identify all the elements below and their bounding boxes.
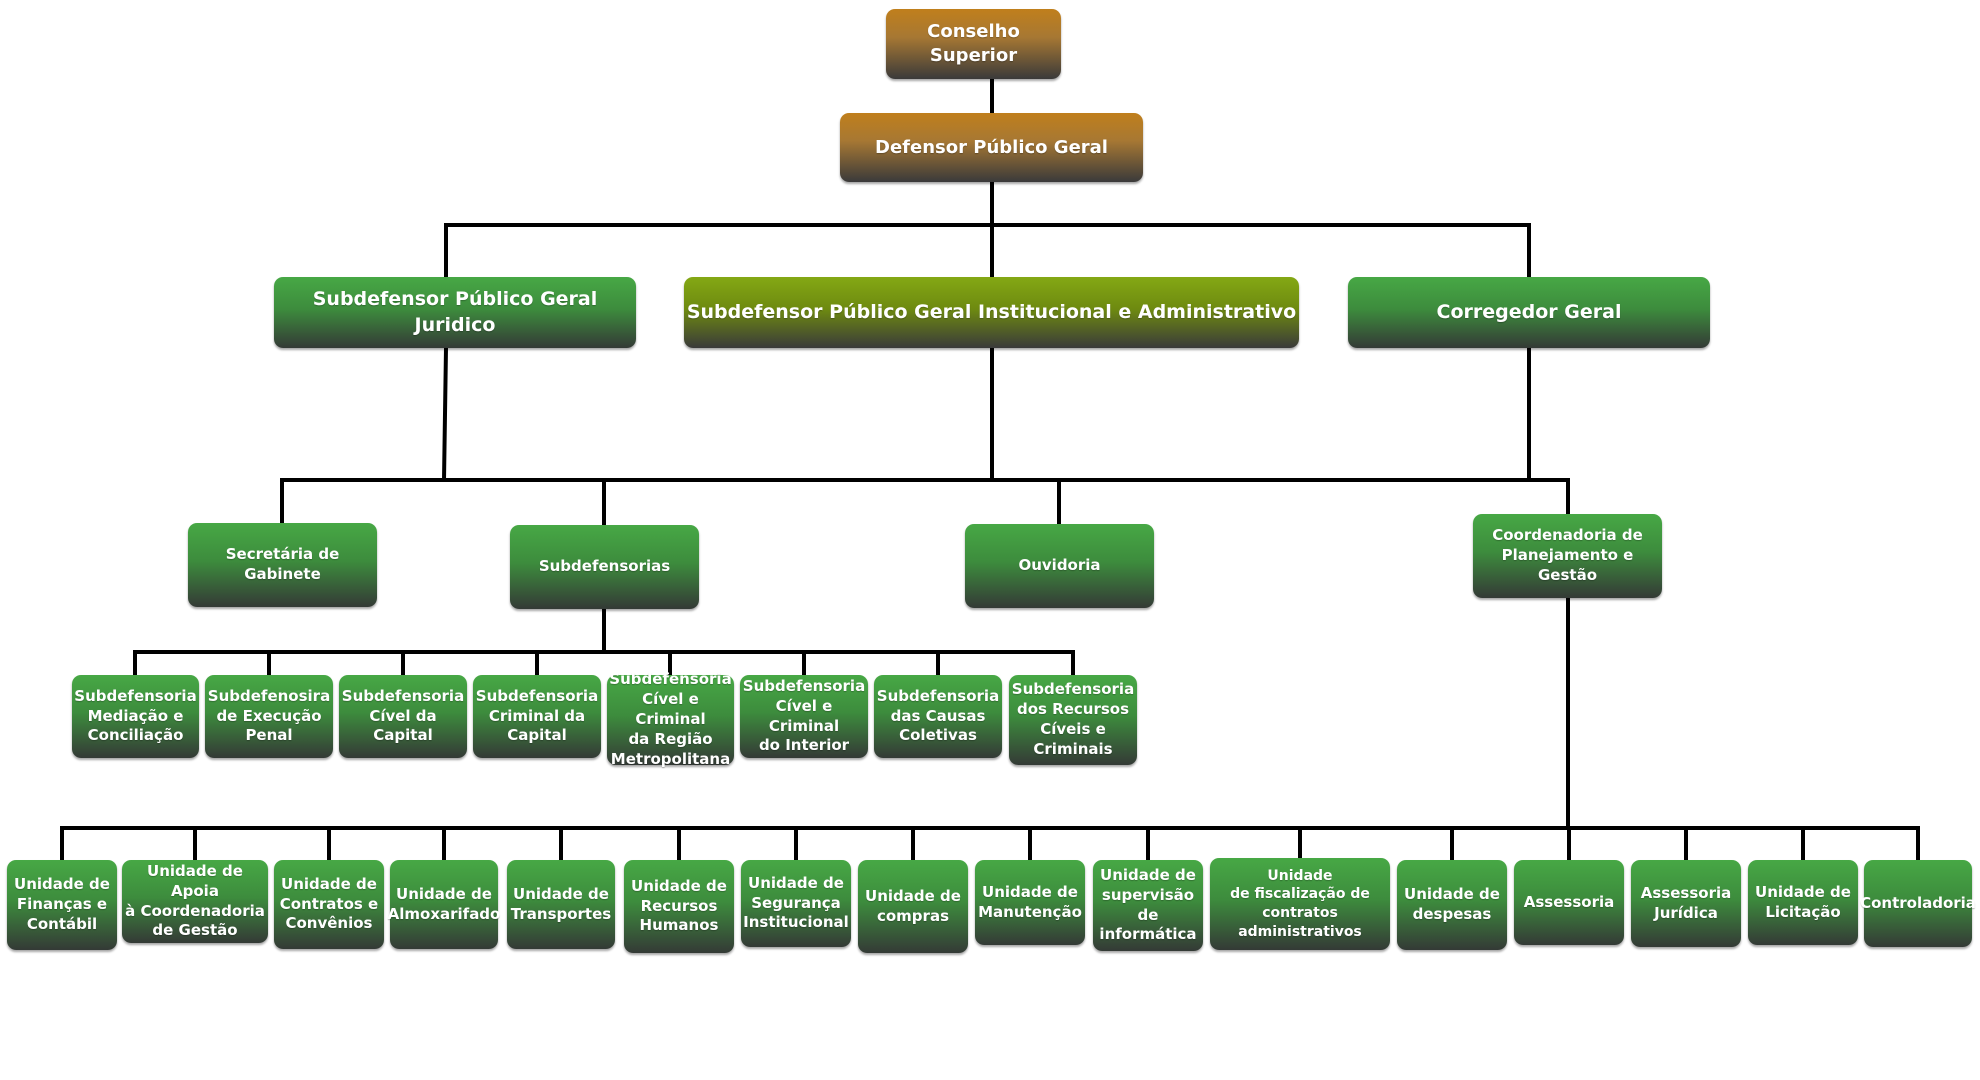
node-subdefensor-juridico: Subdefensor Público Geral Juridico xyxy=(274,277,636,348)
node-subdefensoria: Subdefensoria Criminal da Capital xyxy=(473,675,601,758)
node-unidade: Unidade de Almoxarifado xyxy=(388,860,500,949)
node-subdefensoria: Subdefensoria Cível da Capital xyxy=(339,675,467,758)
node-assessoria-juridica: Assessoria Jurídica xyxy=(1631,860,1741,947)
node-subdefensoria: Subdefensoria Cível e Criminal do Interi… xyxy=(740,675,868,758)
node-unidade: Unidade de compras xyxy=(858,860,968,953)
node-unidade: Unidade de fiscalização de contratos adm… xyxy=(1210,858,1390,950)
node-ouvidoria: Ouvidoria xyxy=(965,524,1154,608)
node-defensor-publico-geral: Defensor Público Geral xyxy=(840,113,1143,182)
node-unidade: Unidade de supervisão de informática xyxy=(1093,860,1203,951)
connector xyxy=(441,345,449,483)
node-unidade: Unidade de Licitação xyxy=(1748,860,1858,945)
node-subdefensoria: Subdefensoria dos Recursos Cíveis e Crim… xyxy=(1009,675,1137,765)
node-subdefensoria: Subdefensoria Cível e Criminal da Região… xyxy=(607,670,734,768)
node-unidade: Unidade de Apoia à Coordenadoria de Gest… xyxy=(122,860,268,943)
node-unidade: Unidade de Segurança Institucional xyxy=(741,860,851,947)
node-conselho-superior: Conselho Superior xyxy=(886,9,1061,79)
node-subdefensoria: Subdefenosira de Execução Penal xyxy=(205,675,333,758)
node-subdefensoria: Subdefensoria das Causas Coletivas xyxy=(874,675,1002,758)
node-unidade: Unidade de Contratos e Convênios xyxy=(274,860,384,949)
node-subdefensorias: Subdefensorias xyxy=(510,525,699,609)
node-unidade: Unidade de Finanças e Contábil xyxy=(7,860,117,950)
node-subdefensor-institucional: Subdefensor Público Geral Institucional … xyxy=(684,277,1299,348)
node-unidade: Unidade de Recursos Humanos xyxy=(624,860,734,953)
node-corregedor-geral: Corregedor Geral xyxy=(1348,277,1710,348)
node-unidade: Unidade de Manutenção xyxy=(975,860,1085,945)
node-unidade: Unidade de Transportes xyxy=(507,860,615,949)
node-secretaria-gabinete: Secretária de Gabinete xyxy=(188,523,377,607)
node-coordenadoria-planejamento: Coordenadoria de Planejamento e Gestão xyxy=(1473,514,1662,598)
node-unidade: Unidade de despesas xyxy=(1397,860,1507,950)
node-assessoria: Assessoria xyxy=(1514,860,1624,945)
node-subdefensoria: Subdefensoria Mediação e Conciliação xyxy=(72,675,199,758)
node-controladoria: Controladoria xyxy=(1860,860,1976,947)
